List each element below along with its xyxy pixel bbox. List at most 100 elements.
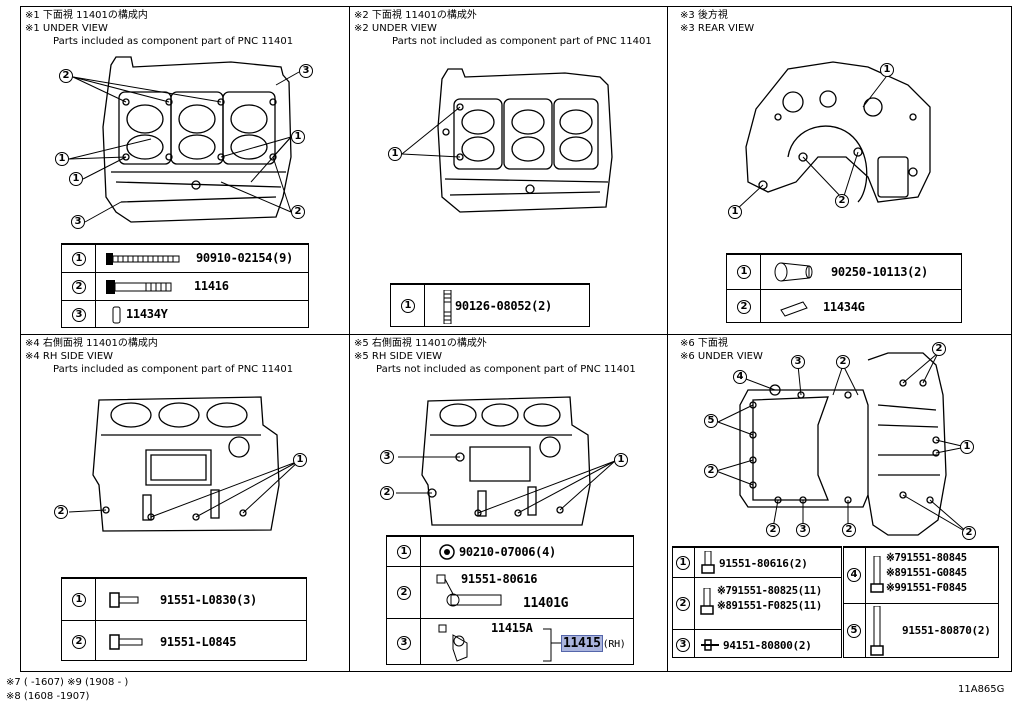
panel-title-en: ※2 UNDER VIEW	[354, 23, 437, 34]
part-number[interactable]: 90126-08052(2)	[455, 299, 552, 313]
part-number[interactable]: 91551-L0845	[160, 635, 237, 649]
parts-row[interactable]: 2 ※791551-80825(11) ※891551-F0825(11)	[673, 577, 841, 629]
part-number[interactable]: ※891551-G0845	[886, 567, 967, 579]
parts-table-right: 4 ※791551-80845 ※891551-G0845 ※991551-F0…	[843, 546, 999, 658]
callout-marker: 2	[380, 486, 394, 500]
panel-title-jp: ※5 右側面視 11401の構成外	[354, 338, 487, 349]
callout-marker: 2	[842, 523, 856, 537]
panel-title-jp: ※6 下面視	[680, 338, 728, 349]
callout-marker: 4	[733, 370, 747, 384]
bolt-icon	[701, 551, 715, 574]
engine-block-under-view-drawing	[401, 68, 613, 213]
callout-marker: 2	[59, 69, 73, 83]
parts-table: 1 91551-L0830(3) 2 91551-L0845	[61, 577, 307, 661]
parts-row[interactable]: 5 91551-80870(2)	[844, 603, 998, 659]
stud-bolt-icon	[443, 290, 452, 324]
part-number[interactable]: 91551-80616(2)	[719, 557, 808, 570]
parts-table: 1 90126-08052(2)	[390, 283, 590, 327]
bolt-icon	[700, 588, 714, 615]
parts-row[interactable]: 1 90126-08052(2)	[391, 284, 589, 328]
callout-marker: 2	[962, 526, 976, 540]
part-number[interactable]: 91551-80870(2)	[902, 624, 991, 637]
part-number[interactable]: 11416	[194, 279, 229, 293]
row-number: 1	[401, 299, 415, 313]
callout-marker: 3	[791, 355, 805, 369]
flange-bolt-icon	[109, 592, 139, 608]
parts-table: 1 90210-07006(4) 2 91551-80616 11401G 3 …	[386, 535, 634, 665]
panel-subtitle: Parts included as component part of PNC …	[53, 36, 294, 47]
panel-title-en: ※3 REAR VIEW	[680, 23, 755, 34]
parts-row[interactable]: 1 91551-80616(2)	[673, 547, 841, 577]
row-number: 3	[676, 638, 690, 652]
stud-nut-icon	[701, 639, 719, 651]
panel-under-view-included: ※1 下面視 11401の構成内 ※1 UNDER VIEW Parts inc…	[20, 6, 350, 335]
callout-marker: 2	[835, 194, 849, 208]
panel-rear-view: ※3 後方視 ※3 REAR VIEW 1 1 2 1 90250-10113(…	[667, 6, 1012, 335]
panel-title-jp: ※3 後方視	[680, 10, 728, 21]
row-number: 2	[72, 280, 86, 294]
highlighted-part[interactable]: 11415	[561, 635, 603, 652]
row-number: 1	[72, 593, 86, 607]
engine-block-rear-view-drawing	[735, 61, 931, 211]
part-number[interactable]: 90210-07006(4)	[459, 545, 556, 559]
part-number[interactable]: 94151-80800(2)	[723, 639, 812, 652]
long-bolt-icon	[870, 606, 884, 656]
row-number: 1	[397, 545, 411, 559]
part-number[interactable]: 91551-L0830(3)	[160, 593, 257, 607]
panel-under-view-not-included: ※2 下面視 11401の構成外 ※2 UNDER VIEW Parts not…	[349, 6, 668, 335]
dowel-pin-icon	[780, 301, 808, 317]
parts-row[interactable]: 2 91551-L0845	[62, 620, 306, 662]
parts-row[interactable]: 2 11416	[62, 272, 308, 300]
part-number[interactable]: ※791551-80845	[886, 552, 967, 564]
callout-marker: 2	[766, 523, 780, 537]
row-number: 5	[847, 624, 861, 638]
parts-row[interactable]: 3 11415A 11415(RH)	[387, 618, 633, 666]
callout-marker: 1	[291, 130, 305, 144]
panel-title-en: ※1 UNDER VIEW	[25, 23, 108, 34]
callout-marker: 3	[380, 450, 394, 464]
illustration-code: 11A865G	[958, 684, 1005, 695]
engine-block-rh-side-drawing	[396, 396, 616, 526]
part-number[interactable]: 91551-80616	[461, 572, 538, 586]
parts-row[interactable]: 1 90250-10113(2)	[727, 254, 961, 289]
panel-rh-side-view-not-included: ※5 右側面視 11401の構成外 ※5 RH SIDE VIEW Parts …	[349, 334, 668, 672]
row-number: 2	[397, 586, 411, 600]
parts-row[interactable]: 1 90910-02154(9)	[62, 244, 308, 272]
plug-icon	[774, 262, 813, 282]
parts-row[interactable]: 2 91551-80616 11401G	[387, 566, 633, 618]
panel-title-en: ※6 UNDER VIEW	[680, 351, 763, 362]
callout-marker: 2	[836, 355, 850, 369]
engine-block-rh-side-drawing	[68, 396, 300, 532]
callout-marker: 1	[728, 205, 742, 219]
callout-marker: 1	[960, 440, 974, 454]
part-number[interactable]: 90910-02154(9)	[196, 251, 293, 265]
parts-row[interactable]: 1 90210-07006(4)	[387, 536, 633, 566]
parts-table: 1 90910-02154(9) 2 11416 3 11434Y	[61, 243, 309, 328]
parts-row[interactable]: 3 11434Y	[62, 300, 308, 329]
part-number[interactable]: ※991551-F0845	[886, 582, 967, 594]
parts-row[interactable]: 3 94151-80800(2)	[673, 629, 841, 659]
row-number: 3	[72, 308, 86, 322]
callout-marker: 1	[55, 152, 69, 166]
callout-marker: 2	[54, 505, 68, 519]
part-number[interactable]: 11401G	[523, 596, 569, 611]
panel-rh-side-view-included: ※4 右側面視 11401の構成内 ※4 RH SIDE VIEW Parts …	[20, 334, 350, 672]
part-number[interactable]: ※791551-80825(11)	[717, 585, 822, 597]
parts-table-left: 1 91551-80616(2) 2 ※791551-80825(11) ※89…	[672, 546, 842, 658]
row-number: 2	[72, 635, 86, 649]
part-number[interactable]: 11415A	[491, 621, 533, 635]
parts-row[interactable]: 2 11434G	[727, 289, 961, 324]
part-number-highlighted[interactable]: 11415(RH)	[561, 635, 626, 652]
part-number[interactable]: 90250-10113(2)	[831, 265, 928, 279]
callout-marker: 1	[614, 453, 628, 467]
parts-row[interactable]: 4 ※791551-80845 ※891551-G0845 ※991551-F0…	[844, 547, 998, 603]
callout-marker: 3	[299, 64, 313, 78]
parts-row[interactable]: 1 91551-L0830(3)	[62, 578, 306, 620]
row-number: 3	[397, 636, 411, 650]
part-number[interactable]: 11434Y	[126, 307, 168, 321]
part-number[interactable]: 11434G	[823, 300, 865, 314]
row-number: 4	[847, 568, 861, 582]
part-number[interactable]: ※891551-F0825(11)	[717, 600, 822, 612]
panel-title-en: ※5 RH SIDE VIEW	[354, 351, 443, 362]
dowel-pin-icon	[112, 306, 121, 324]
